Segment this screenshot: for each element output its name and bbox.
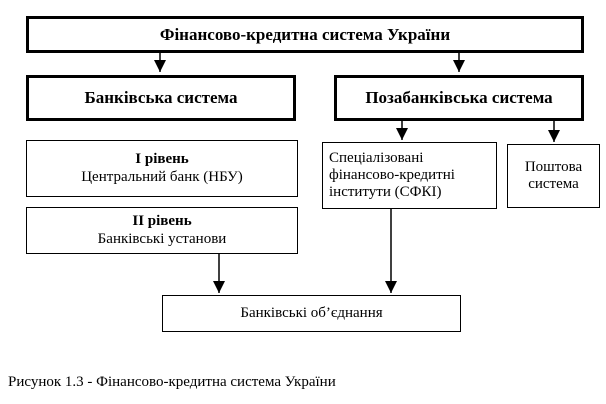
sfki-line1: Спеціалізовані xyxy=(329,149,424,166)
level1-title: I рівень xyxy=(135,151,189,168)
nonbanking-system-box: Позабанківська система xyxy=(334,75,584,121)
root-title: Фінансово-кредитна система України xyxy=(159,24,451,44)
postal-box: Поштова система xyxy=(507,144,600,208)
postal-line1: Поштова xyxy=(524,158,583,175)
bank-unions-box: Банківські об’єднання xyxy=(162,295,461,332)
level1-box: I рівень Центральний банк (НБУ) xyxy=(26,140,298,197)
sfki-line2: фінансово-кредитні xyxy=(329,166,455,183)
level2-title: II рівень xyxy=(132,213,192,230)
sfki-line3: інститути (СФКІ) xyxy=(329,184,442,201)
banking-system-title: Банківська система xyxy=(84,88,238,108)
root-box: Фінансово-кредитна система України xyxy=(26,16,584,53)
level2-box: II рівень Банківські установи xyxy=(26,207,298,254)
nonbanking-system-title: Позабанківська система xyxy=(365,88,553,108)
postal-line2: система xyxy=(528,176,579,192)
sfki-box: Спеціалізовані фінансово-кредитні інстит… xyxy=(322,142,497,209)
banking-system-box: Банківська система xyxy=(26,75,296,121)
bank-unions-title: Банківські об’єднання xyxy=(240,304,383,321)
figure-caption: Рисунок 1.3 - Фінансово-кредитна система… xyxy=(8,374,336,390)
level2-text: Банківські установи xyxy=(97,230,227,247)
level1-text: Центральний банк (НБУ) xyxy=(81,168,243,185)
